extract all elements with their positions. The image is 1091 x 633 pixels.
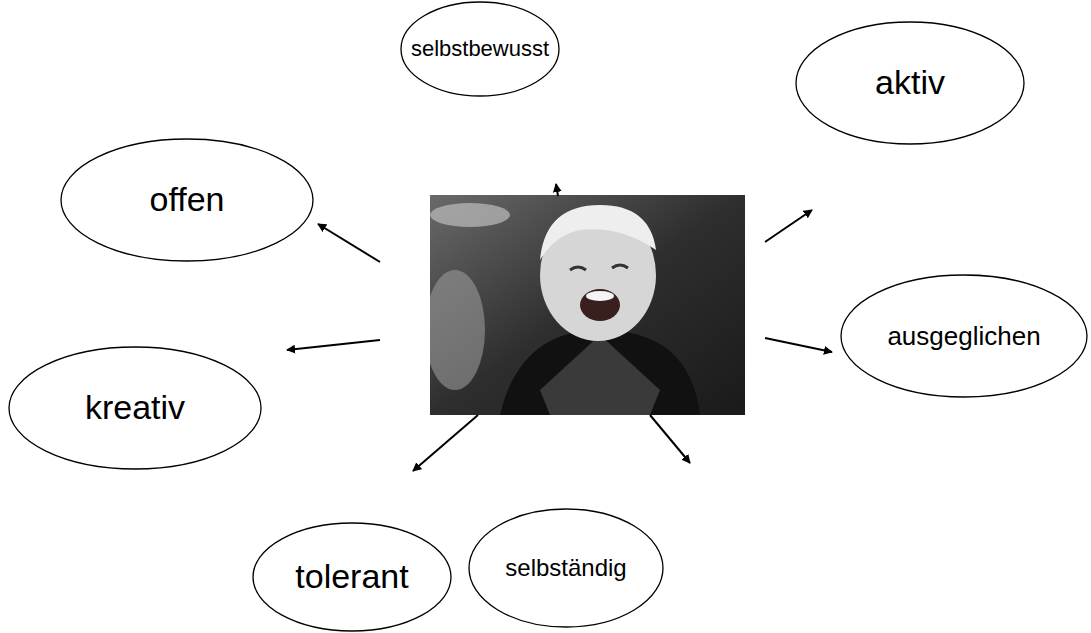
arrow xyxy=(318,224,380,262)
arrow xyxy=(556,184,558,196)
trait-ellipse: aktiv xyxy=(795,21,1025,145)
trait-label: kreativ xyxy=(85,389,185,426)
arrow xyxy=(413,415,478,471)
arrow xyxy=(765,338,832,352)
trait-ellipse: kreativ xyxy=(8,346,262,470)
trait-label: offen xyxy=(149,181,224,218)
trait-label: tolerant xyxy=(295,558,408,595)
trait-label: aktiv xyxy=(875,64,945,101)
trait-ellipse: selbstbewusst xyxy=(400,1,560,97)
trait-ellipse: tolerant xyxy=(252,522,452,632)
trait-ellipse: offen xyxy=(60,138,314,262)
child-photo xyxy=(430,195,745,415)
arrow xyxy=(287,340,380,350)
trait-ellipse: ausgeglichen xyxy=(840,274,1088,398)
arrow xyxy=(650,415,690,463)
trait-label: selbstbewusst xyxy=(411,37,549,61)
arrow xyxy=(765,210,812,242)
trait-label: ausgeglichen xyxy=(887,322,1040,351)
trait-label: selbständig xyxy=(505,555,626,581)
trait-ellipse: selbständig xyxy=(468,508,664,628)
